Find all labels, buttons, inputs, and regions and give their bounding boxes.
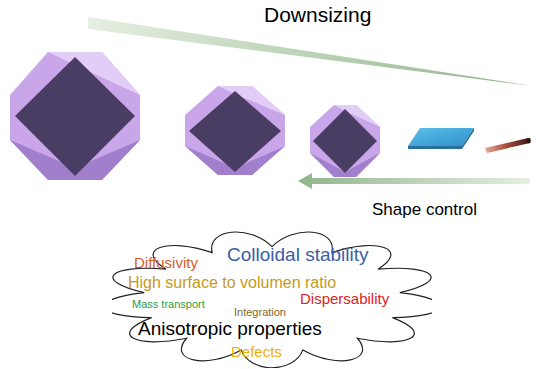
property-word: Mass transport	[132, 298, 205, 310]
crystal-large	[10, 52, 140, 180]
property-word: Anisotropic properties	[138, 319, 322, 340]
cloud-shape: Diffusivity Colloidal stabilityHigh surfa…	[112, 230, 432, 368]
crystal-small	[310, 105, 380, 177]
property-word: Dispersability	[300, 291, 389, 308]
crystal-medium	[185, 86, 285, 175]
nanosheet	[408, 128, 474, 149]
arrow-label: Downsizing	[264, 3, 371, 26]
property-word: High surface to volumen ratio	[128, 274, 336, 292]
nanorod	[485, 138, 531, 153]
property-word: Diffusivity	[134, 255, 198, 272]
property-word: Integration	[234, 306, 286, 318]
property-word: Defects	[231, 344, 282, 361]
arrow-label: Shape control	[372, 201, 477, 220]
cloud-path	[112, 232, 432, 368]
property-word: Colloidal stability	[227, 245, 369, 266]
downsizing-arrow	[88, 17, 532, 86]
